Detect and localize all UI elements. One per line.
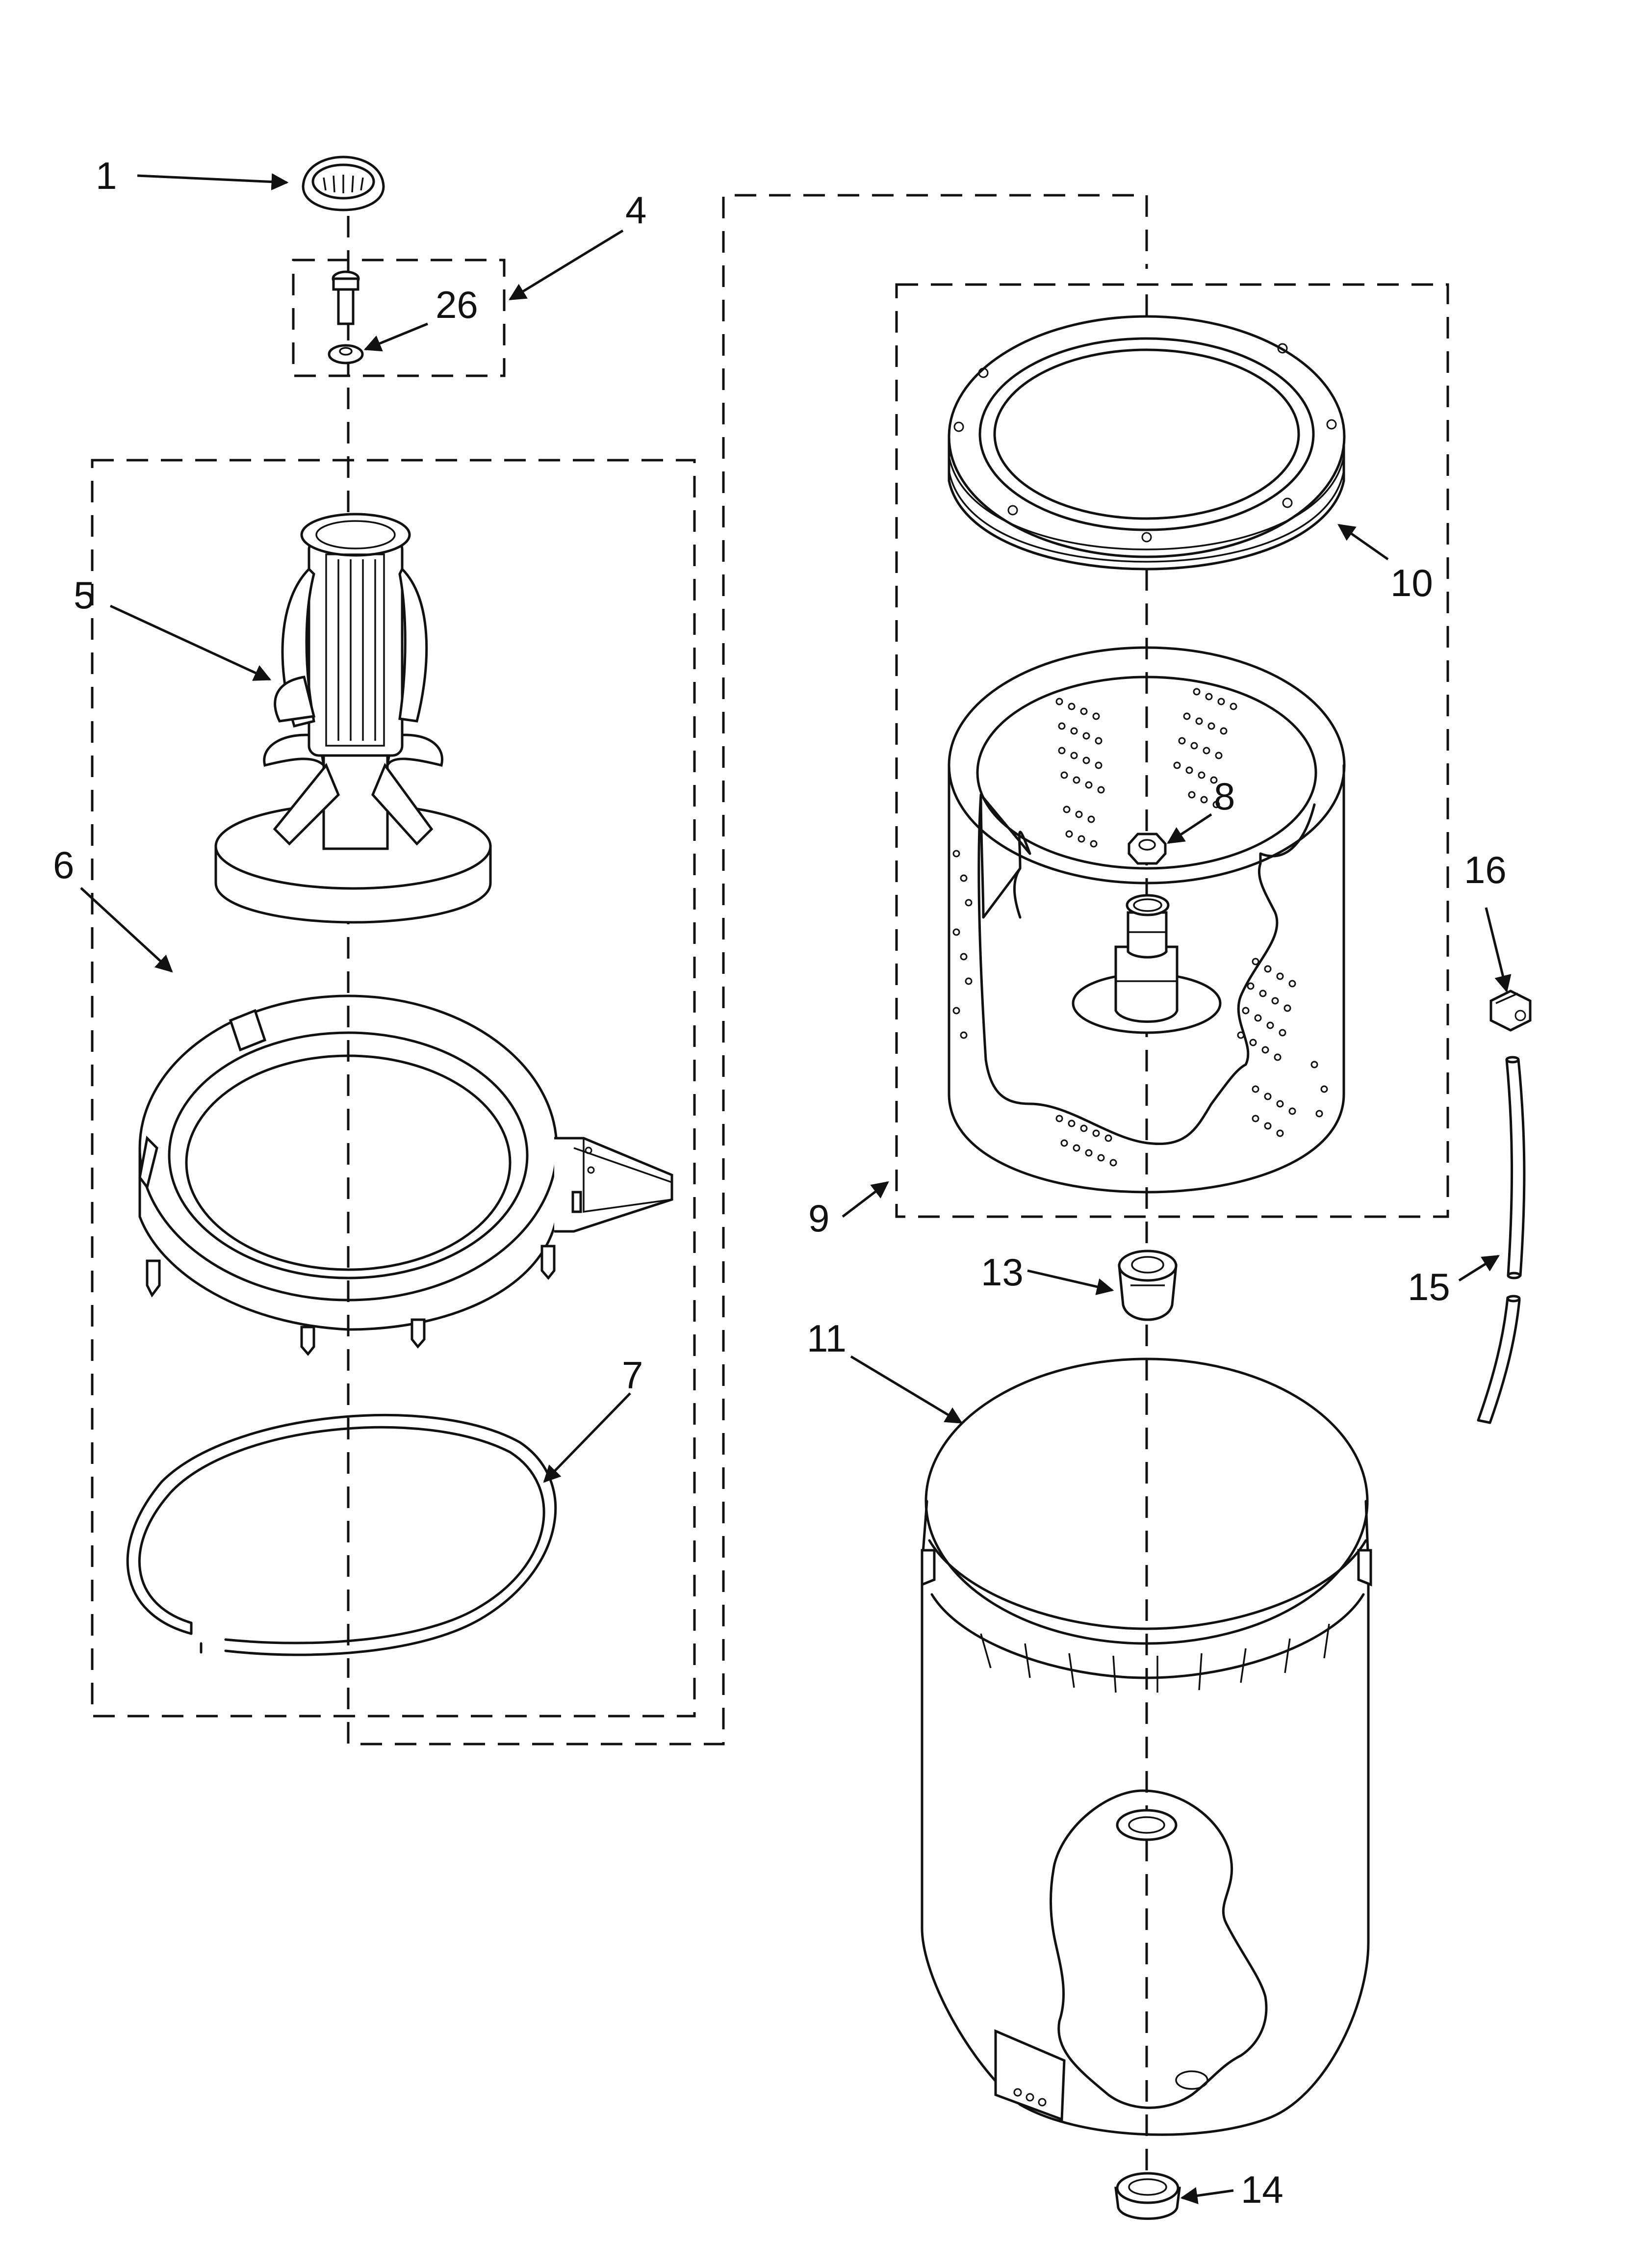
bolt-washer-part[interactable] xyxy=(328,344,364,365)
callout-16: 16 xyxy=(1464,848,1507,891)
tub-ring-part[interactable] xyxy=(138,994,673,1356)
callout-9: 9 xyxy=(808,1197,829,1240)
callout-7: 7 xyxy=(622,1354,643,1397)
snap-ring-part[interactable] xyxy=(126,1413,557,1656)
group-connector-line xyxy=(347,194,1148,1746)
agitator-cap-part[interactable] xyxy=(302,156,385,211)
callout-1: 1 xyxy=(96,154,117,197)
agitator-bolt-part[interactable] xyxy=(332,270,360,325)
agitator-part[interactable] xyxy=(214,513,492,924)
leader-lines xyxy=(80,173,1512,2204)
callout-8: 8 xyxy=(1214,775,1235,818)
overflow-hose-part[interactable] xyxy=(1477,1056,1526,1424)
callout-14: 14 xyxy=(1241,2168,1283,2211)
callout-11: 11 xyxy=(807,1317,847,1360)
drain-plug-part[interactable] xyxy=(1114,2172,1181,2220)
callout-15: 15 xyxy=(1408,1265,1450,1308)
callout-5: 5 xyxy=(74,574,95,617)
callout-26: 26 xyxy=(436,283,478,326)
balance-ring-part[interactable] xyxy=(948,315,1346,571)
callout-4: 4 xyxy=(625,188,646,232)
drive-nut-part[interactable] xyxy=(1128,833,1167,865)
callout-10: 10 xyxy=(1390,561,1433,604)
outer-tub-part[interactable] xyxy=(921,1357,1372,2136)
wash-basket-part[interactable] xyxy=(948,646,1346,1194)
basket-perforations xyxy=(952,688,1328,1167)
hub-adapter-part[interactable] xyxy=(1118,1250,1178,1321)
callout-13: 13 xyxy=(981,1251,1024,1294)
hose-clamp-part[interactable] xyxy=(1489,990,1532,1032)
callout-6: 6 xyxy=(53,843,74,886)
group-box-4 xyxy=(292,259,506,377)
group-box-9 xyxy=(895,283,1449,1218)
